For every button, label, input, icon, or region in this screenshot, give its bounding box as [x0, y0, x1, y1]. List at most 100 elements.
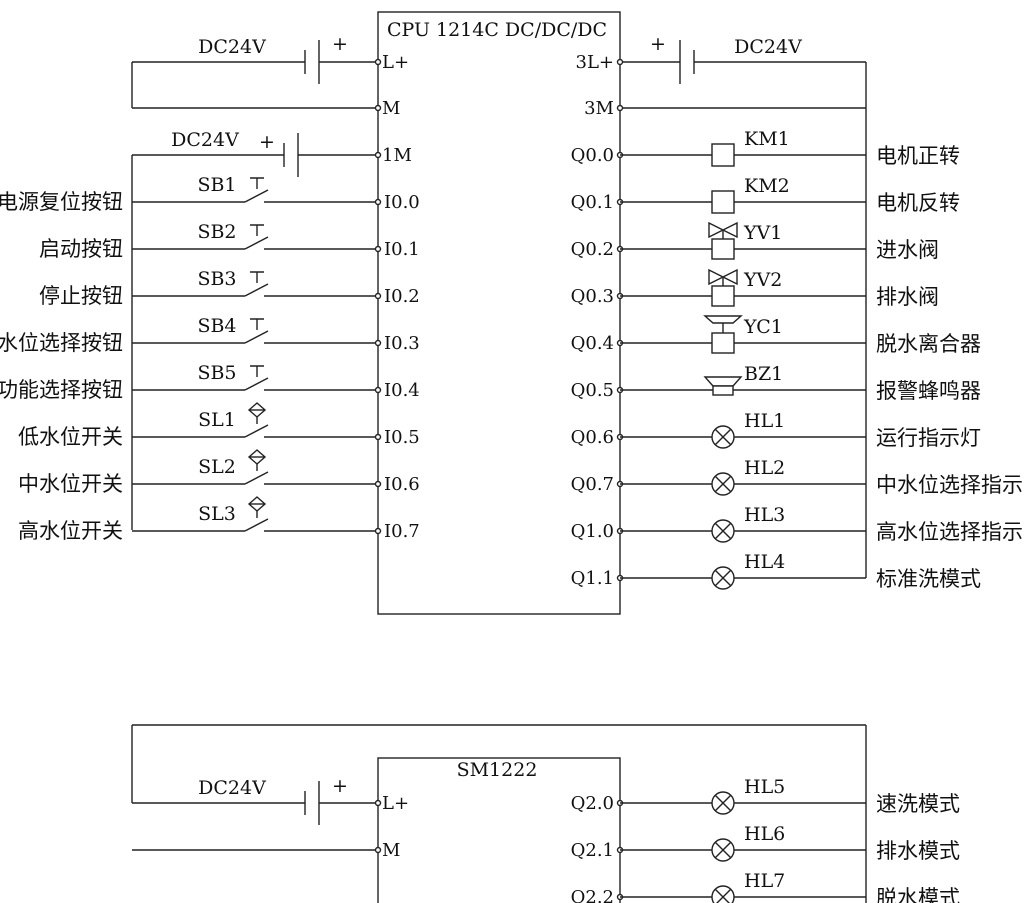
cpu-title: CPU 1214C DC/DC/DC	[387, 19, 607, 41]
input-device-label: SL2	[198, 456, 236, 478]
right-supply-plus: +	[650, 33, 666, 55]
output-device-label: YC1	[743, 316, 783, 338]
input-name: 停止按钮	[39, 284, 123, 308]
output-device-label: HL3	[744, 504, 785, 526]
output-device-label: YV1	[743, 222, 782, 244]
output-name: 高水位选择指示	[876, 520, 1023, 544]
input-name: 水位选择按钮	[0, 331, 123, 355]
solenoid-valve-icon	[708, 268, 738, 307]
output-name: 速洗模式	[876, 792, 960, 816]
input-name: 电源复位按钮	[0, 190, 123, 214]
pushbutton-icon	[250, 271, 264, 283]
input-name: 功能选择按钮	[0, 378, 123, 402]
term-m: M	[382, 98, 400, 119]
term-1m: 1M	[382, 145, 412, 166]
input-terminal: I0.2	[384, 286, 420, 307]
left-supply-label: DC24V	[198, 36, 266, 58]
output-terminal: Q0.0	[571, 145, 614, 166]
output-rows: Q0.0KM1电机正转Q0.1KM2电机反转Q0.2YV1进水阀Q0.3YV2排…	[571, 128, 1023, 591]
input-terminal: I0.5	[384, 427, 420, 448]
output-terminal: Q0.6	[571, 427, 614, 448]
indicator-lamp-icon	[711, 566, 735, 590]
pushbutton-icon	[250, 177, 264, 189]
input-name: 高水位开关	[18, 519, 123, 543]
contactor-coil-icon	[711, 190, 735, 214]
pushbutton-icon	[250, 224, 264, 236]
1m-supply-plus: +	[259, 131, 275, 153]
indicator-lamp-icon	[711, 472, 735, 496]
indicator-lamp-icon	[711, 425, 735, 449]
output-terminal: Q0.3	[571, 286, 614, 307]
input-device-label: SB3	[197, 268, 236, 290]
output-terminal: Q0.5	[571, 380, 614, 401]
input-terminal: I0.1	[384, 239, 420, 260]
input-terminal: I0.7	[384, 521, 420, 542]
input-device-label: SL1	[198, 409, 236, 431]
output-device-label: HL2	[744, 457, 785, 479]
module-term-l-plus: L+	[382, 793, 409, 814]
output-name: 排水阀	[876, 285, 939, 309]
cpu-box	[377, 11, 621, 615]
module-supply-plus: +	[332, 775, 348, 797]
indicator-lamp-icon	[711, 885, 735, 903]
input-device-label: SB4	[197, 315, 236, 337]
output-name: 排水模式	[876, 839, 960, 863]
module-supply-label: DC24V	[198, 777, 266, 799]
1m-supply-label: DC24V	[171, 129, 239, 151]
term-3l-plus: 3L+	[576, 52, 615, 73]
input-common-supply: DC24V +	[131, 129, 378, 530]
level-float-icon	[247, 449, 267, 471]
output-device-label: HL5	[744, 776, 785, 798]
output-device-label: KM1	[744, 128, 790, 150]
term-3m: 3M	[584, 98, 614, 119]
pushbutton-icon	[250, 365, 264, 377]
output-device-label: BZ1	[744, 363, 783, 385]
output-name: 中水位选择指示	[876, 473, 1023, 497]
input-name: 低水位开关	[18, 425, 123, 449]
level-float-icon	[247, 496, 267, 518]
input-device-label: SB5	[197, 362, 236, 384]
input-name: 中水位开关	[18, 472, 123, 496]
input-name: 启动按钮	[39, 237, 123, 261]
contactor-coil-icon	[711, 143, 735, 167]
solenoid-valve-icon	[708, 221, 738, 260]
output-device-label: HL1	[744, 410, 785, 432]
left-supply: DC24V +	[131, 33, 378, 109]
level-float-icon	[247, 402, 267, 424]
output-name: 电机反转	[876, 191, 960, 215]
module-supply: DC24V +	[132, 775, 378, 851]
output-name: 报警蜂鸣器	[876, 379, 981, 403]
output-row: Q0.5 BZ1 报警蜂鸣器	[571, 363, 981, 403]
module-term-m: M	[382, 840, 400, 861]
pushbutton-icon	[250, 318, 264, 330]
output-device-label: HL4	[744, 551, 785, 573]
indicator-lamp-icon	[711, 838, 735, 862]
output-device-label: YV2	[743, 269, 782, 291]
output-device-label: HL7	[744, 870, 785, 892]
input-terminal: I0.4	[384, 380, 420, 401]
input-terminal: I0.0	[384, 192, 420, 213]
input-device-label: SB2	[197, 221, 236, 243]
indicator-lamp-icon	[711, 791, 735, 815]
output-name: 脱水离合器	[876, 332, 981, 356]
input-terminal: I0.6	[384, 474, 420, 495]
output-device-label: HL6	[744, 823, 785, 845]
